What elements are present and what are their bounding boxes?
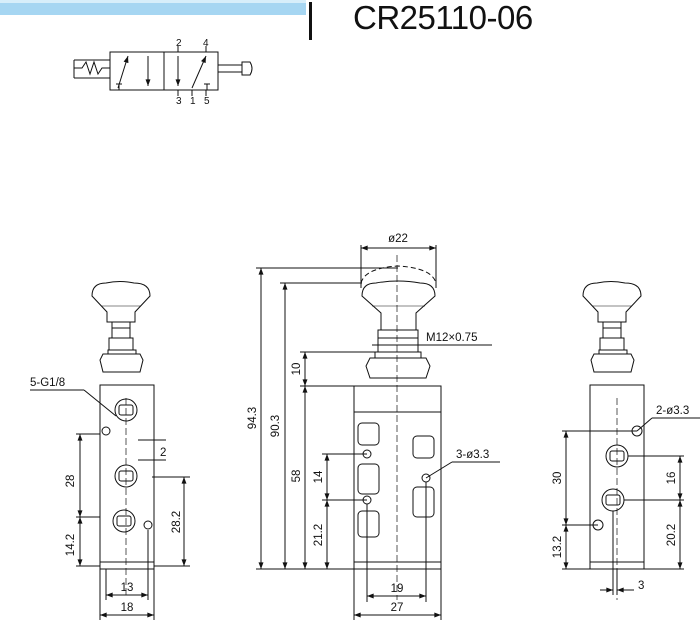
port-callout-label: 5-G1/8: [30, 377, 65, 389]
center-view: [256, 245, 500, 620]
dimension-label: 18: [121, 602, 134, 614]
mushroom-button-icon: [361, 280, 436, 331]
port-label: 2: [176, 38, 182, 49]
dimension-label: 10: [291, 363, 303, 376]
dimension-label: 94.3: [247, 407, 259, 429]
dimension-label: 13.2: [552, 536, 564, 558]
mushroom-button-icon: [582, 281, 642, 323]
port-label: 3: [176, 96, 182, 107]
nut-icon: [590, 353, 635, 373]
dimension-label: 27: [391, 602, 404, 614]
dimension-label: 19: [391, 583, 404, 595]
dimension-label: 14: [313, 470, 325, 483]
header-accent-bar: [0, 0, 306, 15]
dimension-label: 21.2: [313, 524, 325, 546]
nut-icon: [99, 353, 144, 373]
dimension-label: 20.2: [666, 524, 678, 546]
dimension-label: 3: [638, 580, 644, 592]
hole-callout-label: 2-ø3.3: [656, 405, 689, 417]
nut-icon: [365, 357, 431, 379]
header-accent-highlight: [0, 0, 306, 3]
dimension-label: 28.2: [171, 511, 183, 533]
port-label: 5: [204, 96, 210, 107]
push-button-icon: [241, 61, 253, 76]
spring-icon: [74, 60, 110, 76]
dimension-label: 30: [552, 472, 564, 485]
valve-symbol: [73, 46, 253, 96]
hole-callout-label: 3-ø3.3: [456, 449, 489, 461]
dimension-label: 90.3: [270, 415, 282, 437]
left-view: [30, 281, 190, 620]
dimension-label: 14.2: [65, 534, 77, 556]
dimension-label: ø22: [388, 233, 408, 245]
port-label: 4: [203, 38, 209, 49]
dimension-label: 2: [160, 447, 166, 459]
dimension-label: 16: [666, 472, 678, 485]
dimension-label: 13: [121, 582, 134, 594]
mushroom-button-icon: [91, 281, 151, 323]
dimension-label: 28: [65, 475, 77, 488]
model-title: CR25110-06: [353, 0, 533, 36]
thread-label: M12×0.75: [426, 332, 477, 344]
port-label: 1: [190, 96, 196, 107]
dimension-label: 58: [291, 470, 303, 483]
right-view: [562, 281, 700, 600]
header-divider: [309, 2, 312, 40]
